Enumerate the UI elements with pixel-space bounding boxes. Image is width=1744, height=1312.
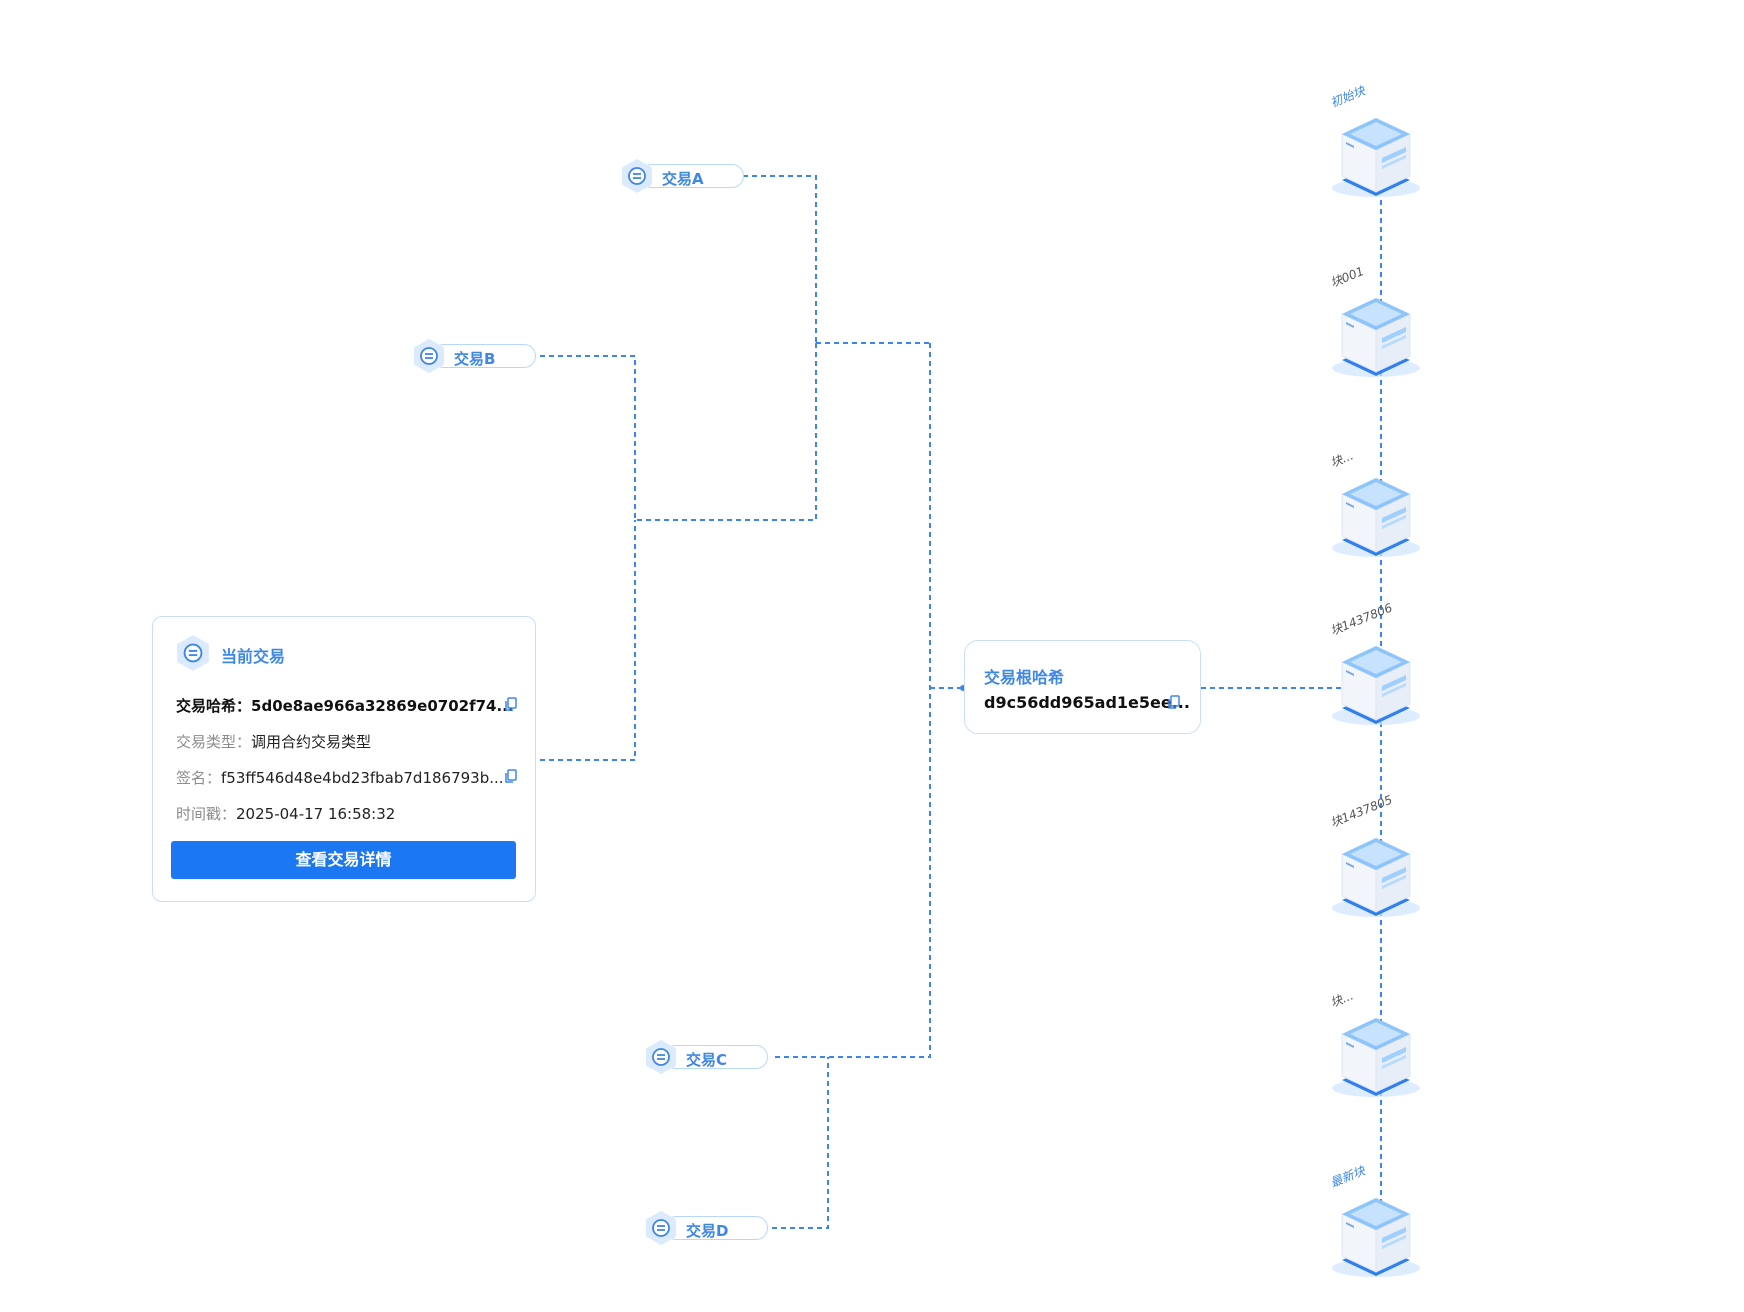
block-node[interactable]: 块1437805 [1328, 793, 1438, 928]
transaction-c-node[interactable]: 交易C [642, 1040, 772, 1074]
transaction-root-hash-card: 交易根哈希 d9c56dd965ad1e5ee... [964, 640, 1201, 734]
copy-icon[interactable] [1168, 695, 1180, 710]
card-title: 当前交易 [221, 647, 286, 666]
transaction-pill [640, 164, 744, 188]
signature-row: 签名：f53ff546d48e4bd23fbab7d186793b... [176, 767, 504, 788]
transaction-d-node[interactable]: 交易D [642, 1211, 772, 1245]
transaction-a-node[interactable]: 交易A [618, 159, 748, 193]
transaction-label: 交易A [662, 170, 704, 188]
block-node[interactable]: 最新块 [1328, 1164, 1438, 1288]
transaction-icon [622, 159, 652, 193]
tx-hash-value: 5d0e8ae966a32869e0702f74... [251, 697, 514, 715]
timestamp-key: 时间戳： [176, 805, 237, 823]
transaction-pill [664, 1045, 768, 1069]
block-node[interactable]: 初始块 [1328, 84, 1438, 208]
tx-type-key: 交易类型： [176, 733, 252, 751]
transaction-label: 交易D [686, 1222, 729, 1240]
transaction-label: 交易C [686, 1051, 728, 1069]
current-transaction-card: 当前交易 交易哈希：5d0e8ae966a32869e0702f74... 交易… [152, 616, 536, 902]
copy-icon[interactable] [505, 769, 517, 784]
transaction-b-node[interactable]: 交易B [410, 339, 540, 373]
view-transaction-detail-button[interactable]: 查看交易详情 [171, 841, 516, 879]
tx-hash-row: 交易哈希：5d0e8ae966a32869e0702f74... [176, 695, 514, 716]
block-node[interactable]: 块1437806 [1328, 601, 1438, 736]
block-node[interactable]: 块... [1328, 448, 1438, 568]
transaction-pill [432, 344, 536, 368]
block-node[interactable]: 块... [1328, 988, 1438, 1108]
transaction-pill [664, 1216, 768, 1240]
transaction-icon [177, 635, 209, 671]
transaction-icon [414, 339, 444, 373]
tx-hash-key: 交易哈希： [176, 697, 252, 715]
tx-type-row: 交易类型：调用合约交易类型 [176, 731, 371, 752]
timestamp-row: 时间戳：2025-04-17 16:58:32 [176, 803, 395, 824]
root-hash-value: d9c56dd965ad1e5ee... [984, 693, 1190, 712]
block-node[interactable]: 块001 [1328, 264, 1438, 388]
timestamp-value: 2025-04-17 16:58:32 [236, 805, 396, 823]
transaction-label: 交易B [454, 350, 496, 368]
tx-type-value: 调用合约交易类型 [251, 733, 372, 751]
signature-key: 签名： [176, 769, 222, 787]
copy-icon[interactable] [505, 697, 517, 712]
root-hash-title: 交易根哈希 [984, 668, 1065, 687]
transaction-icon [646, 1211, 676, 1245]
transaction-icon [646, 1040, 676, 1074]
signature-value: f53ff546d48e4bd23fbab7d186793b... [221, 769, 504, 787]
